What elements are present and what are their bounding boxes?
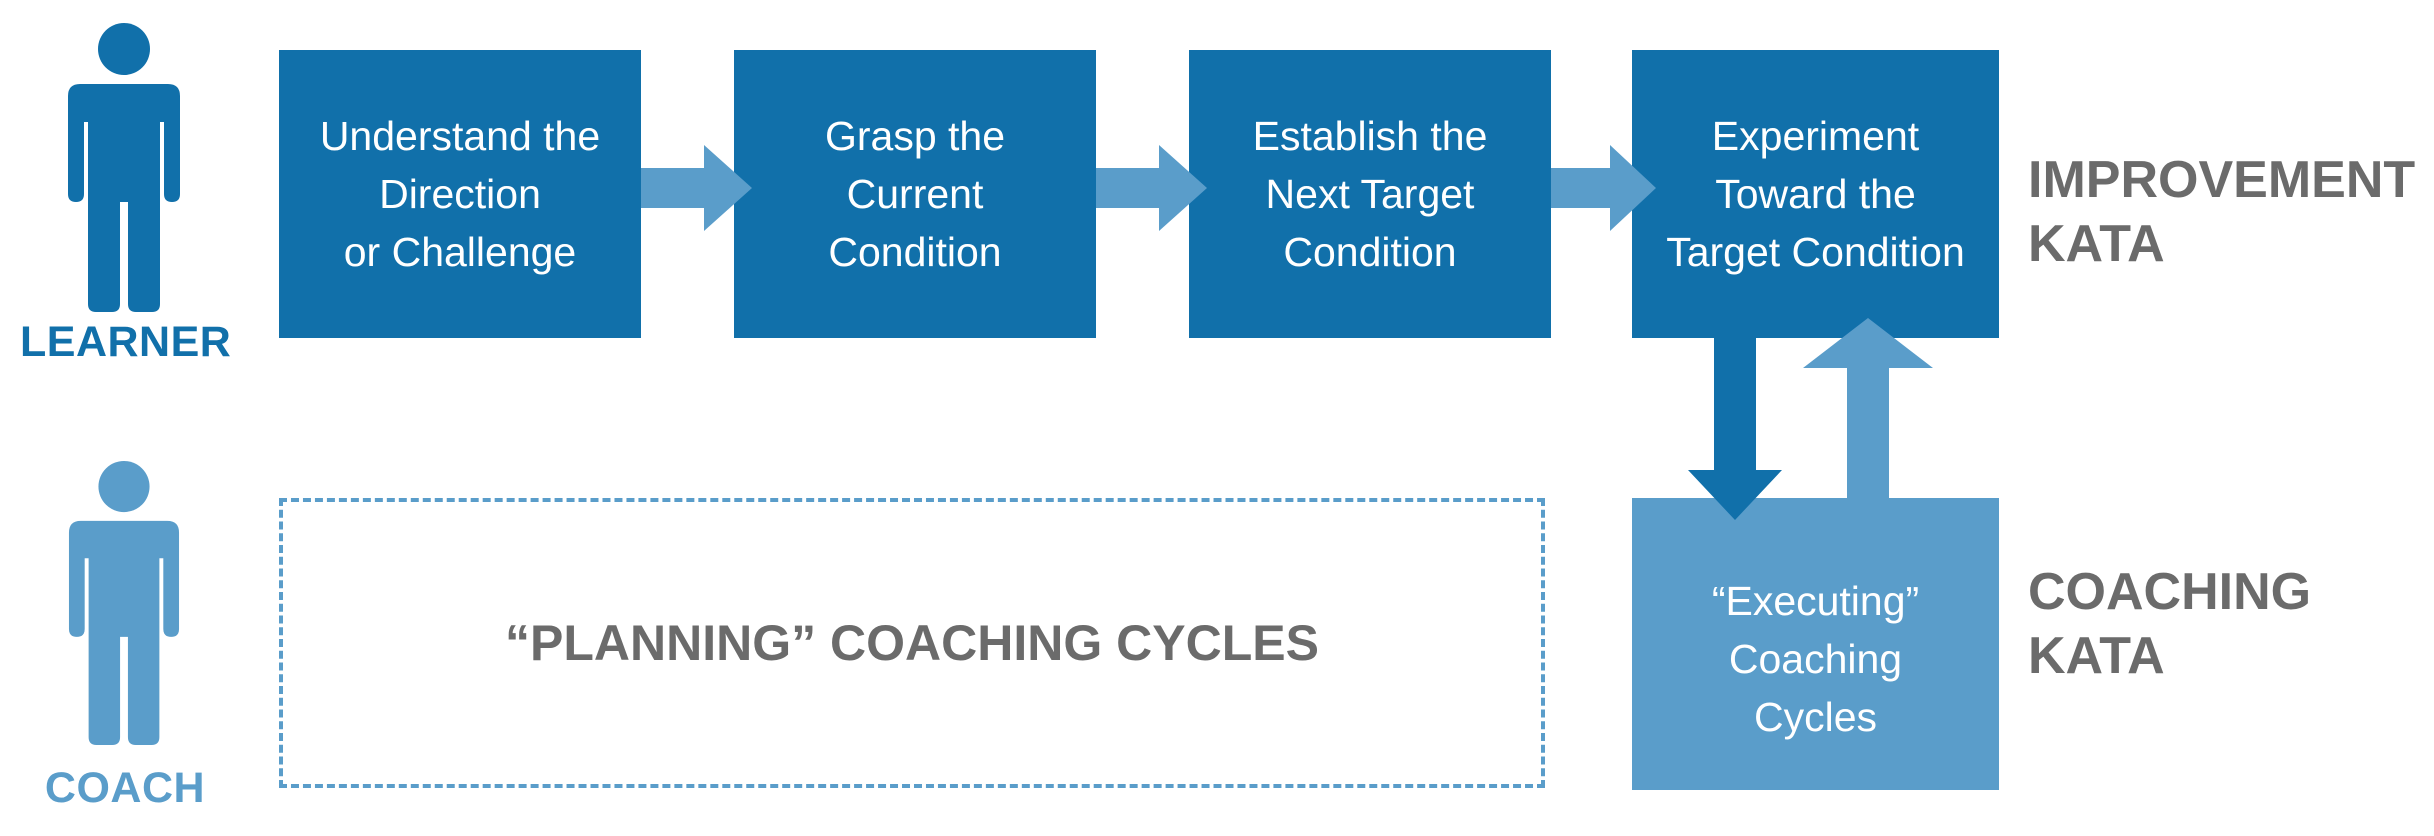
coaching-kata-line-2: KATA [2028,627,2165,685]
step-establish-next-target: Establish the Next Target Condition [1189,50,1551,338]
learner-person-icon [68,23,180,312]
exec-line-3: Cycles [1753,694,1878,740]
arrow-down-icon [1688,338,1782,520]
arrow-up-icon [1803,318,1933,498]
step-1-line-2: Direction [379,171,541,217]
learner-label: LEARNER [20,318,232,366]
executing-coaching-cycles-box: “Executing” Coaching Cycles [1632,498,1999,790]
planning-coaching-cycles-box: “PLANNING” COACHING CYCLES [279,498,1545,788]
coaching-kata-label: COACHING KATA [2028,560,2311,688]
step-understand-direction: Understand the Direction or Challenge [279,50,641,338]
step-experiment-toward-target: Experiment Toward the Target Condition [1632,50,1999,338]
improvement-kata-line-2: KATA [2028,215,2165,273]
coach-person-icon [68,460,180,745]
step-3-line-3: Condition [1283,229,1457,275]
step-grasp-current-condition: Grasp the Current Condition [734,50,1096,338]
exec-line-1: “Executing” [1711,578,1920,624]
step-2-line-3: Condition [828,229,1002,275]
step-4-line-1: Experiment [1711,113,1920,159]
step-1-line-3: or Challenge [343,229,577,275]
coach-label: COACH [44,764,206,812]
step-3-line-1: Establish the [1252,113,1488,159]
improvement-kata-label: IMPROVEMENT KATA [2028,148,2415,276]
step-1-line-1: Understand the [319,113,601,159]
arrow-right-icon-2 [1096,145,1207,231]
step-2-line-1: Grasp the [824,113,1006,159]
step-2-line-2: Current [846,171,984,217]
improvement-kata-line-1: IMPROVEMENT [2028,151,2416,209]
arrow-right-icon-1 [641,145,752,231]
planning-coaching-cycles-label: “PLANNING” COACHING CYCLES [505,615,1319,671]
step-4-line-3: Target Condition [1666,229,1965,275]
exec-line-2: Coaching [1728,636,1903,682]
step-3-line-2: Next Target [1265,171,1475,217]
step-4-line-2: Toward the [1715,171,1916,217]
coaching-kata-line-1: COACHING [2028,563,2312,621]
arrow-right-icon-3 [1551,145,1656,231]
